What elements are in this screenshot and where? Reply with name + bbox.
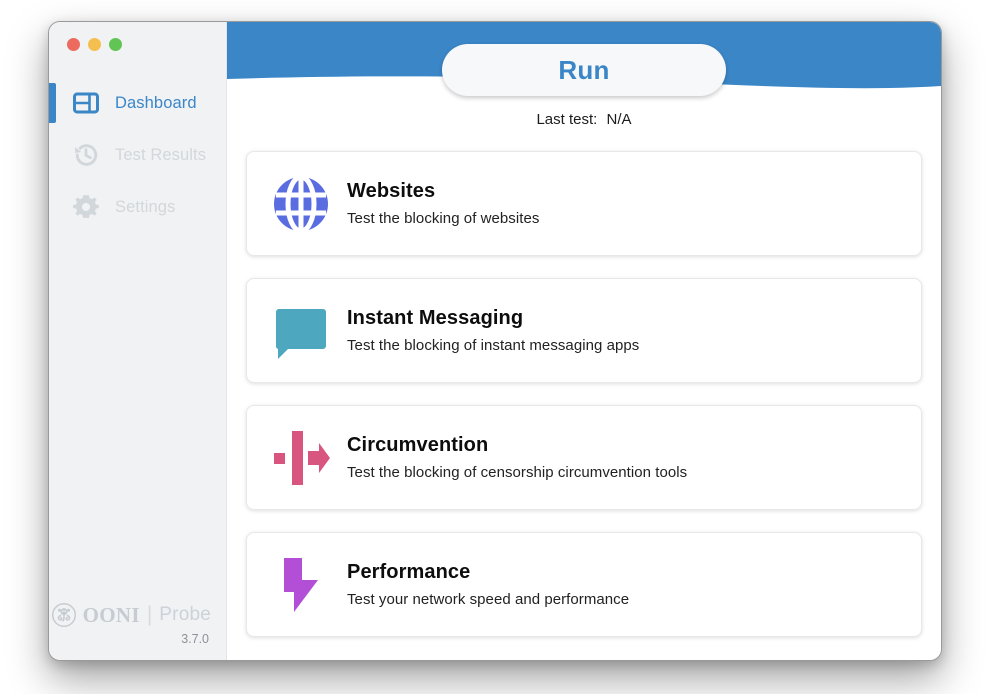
- gear-icon: [71, 192, 101, 222]
- globe-icon: [265, 174, 337, 233]
- sidebar-item-label: Test Results: [115, 145, 207, 164]
- sidebar-item-dashboard[interactable]: Dashboard: [49, 77, 226, 129]
- last-test-value: N/A: [606, 111, 632, 128]
- test-cards-list: Websites Test the blocking of websites I…: [246, 151, 922, 637]
- test-card-websites[interactable]: Websites Test the blocking of websites: [246, 151, 922, 256]
- card-title: Instant Messaging: [347, 307, 524, 329]
- close-button[interactable]: [67, 38, 80, 51]
- sidebar-item-label: Settings: [115, 197, 176, 216]
- run-button[interactable]: Run: [442, 44, 726, 96]
- active-indicator-bar: [49, 83, 56, 123]
- window-traffic-lights: [49, 22, 226, 51]
- sidebar: Dashboard Test Results: [49, 22, 227, 660]
- ooni-octopus-icon: [51, 602, 77, 628]
- card-description: Test the blocking of instant messaging a…: [347, 337, 640, 354]
- ooni-probe-window: Dashboard Test Results: [48, 21, 942, 661]
- history-clock-icon: [71, 140, 101, 170]
- test-card-instant-messaging[interactable]: Instant Messaging Test the blocking of i…: [246, 278, 922, 383]
- test-card-performance[interactable]: Performance Test your network speed and …: [246, 532, 922, 637]
- card-description: Test the blocking of websites: [347, 210, 540, 227]
- sidebar-item-test-results[interactable]: Test Results: [49, 129, 226, 181]
- ooni-product-text: Probe: [159, 604, 211, 625]
- lightning-bolt-icon: [265, 556, 337, 614]
- ooni-probe-logo: OONI | Probe 3.7.0: [49, 602, 227, 646]
- card-title: Websites: [347, 180, 436, 202]
- sidebar-nav: Dashboard Test Results: [49, 77, 226, 233]
- ooni-brand-text: OONI: [82, 602, 140, 627]
- main-content: Run Last test: N/A: [227, 22, 941, 660]
- last-test-label: Last test:: [536, 111, 598, 128]
- dashboard-icon: [71, 88, 101, 118]
- circumvention-arrow-icon: [265, 429, 337, 487]
- card-description: Test the blocking of censorship circumve…: [347, 464, 688, 481]
- card-description: Test your network speed and performance: [347, 591, 630, 608]
- card-title: Circumvention: [347, 434, 489, 456]
- ooni-separator: |: [146, 603, 153, 626]
- minimize-button[interactable]: [88, 38, 101, 51]
- sidebar-item-settings[interactable]: Settings: [49, 181, 226, 233]
- sidebar-item-label: Dashboard: [115, 93, 197, 112]
- zoom-button[interactable]: [109, 38, 122, 51]
- speech-bubble-icon: [265, 302, 337, 360]
- app-version: 3.7.0: [181, 632, 209, 646]
- test-card-circumvention[interactable]: Circumvention Test the blocking of censo…: [246, 405, 922, 510]
- card-title: Performance: [347, 561, 471, 583]
- last-test-status: Last test: N/A: [227, 111, 941, 128]
